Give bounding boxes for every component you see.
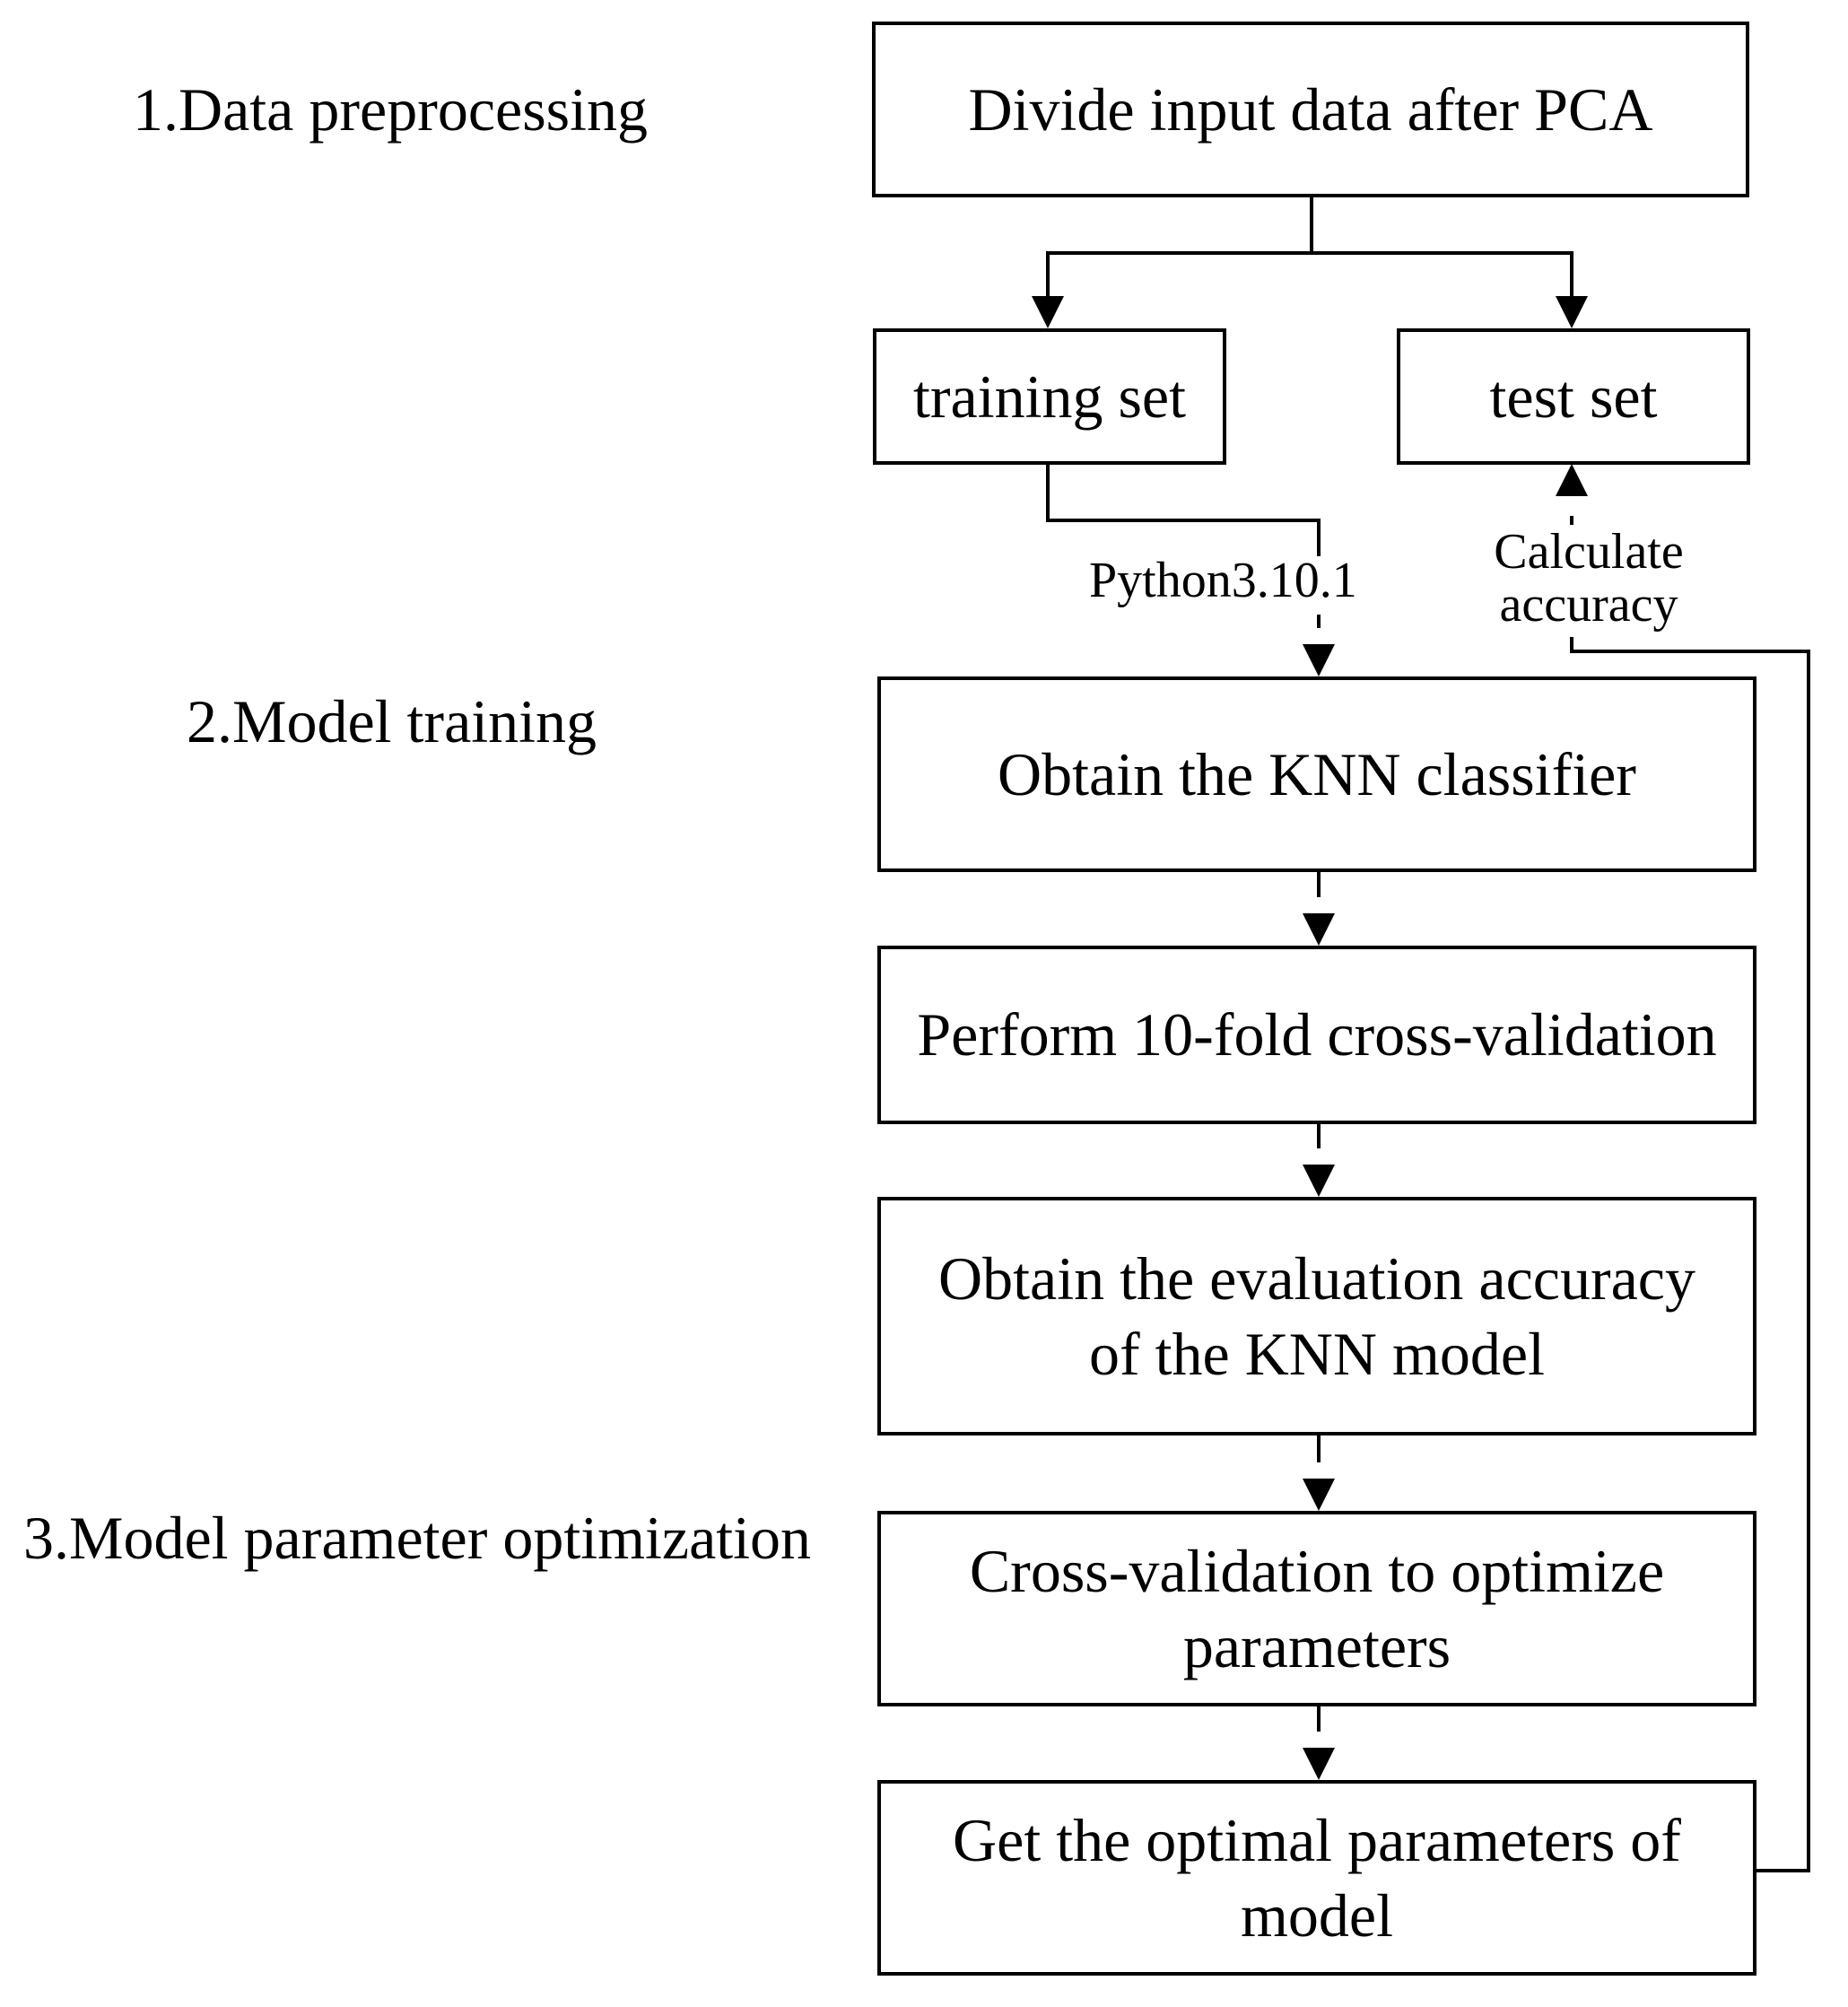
divide-input-box: Divide input data after PCA <box>872 22 1749 197</box>
calculate-accuracy-label: Calculate accuracy <box>1486 526 1692 632</box>
stage-label-model-training: 2.Model training <box>187 687 597 755</box>
training-set-box: training set <box>873 328 1226 465</box>
calculate-accuracy-line-1: Calculate <box>1494 524 1684 580</box>
cross-validation-box: Perform 10-fold cross-validation <box>877 946 1756 1124</box>
test-set-box: test set <box>1397 328 1750 465</box>
arrowhead-to-crossval <box>1303 913 1335 946</box>
arrowhead-to-optimal <box>1303 1748 1335 1780</box>
optimize-parameters-box: Cross-validation to optimize parameters <box>877 1511 1756 1706</box>
calculate-accuracy-line-2: accuracy <box>1499 576 1678 633</box>
connector-to-test-set <box>1312 251 1573 296</box>
connector-training-to-knn-upper <box>1046 464 1321 556</box>
evaluation-accuracy-box: Obtain the evaluation accuracy of the KN… <box>877 1197 1756 1435</box>
obtain-knn-classifier-box: Obtain the KNN classifier <box>877 676 1756 872</box>
stage-label-data-preprocessing: 1.Data preprocessing <box>133 75 649 144</box>
arrowhead-to-evaluation <box>1303 1165 1335 1197</box>
arrowhead-to-test-set <box>1556 296 1588 328</box>
python-version-label: Python3.10.1 <box>1089 553 1357 608</box>
optimal-parameters-box: Get the optimal parameters of model <box>877 1780 1756 1976</box>
arrowhead-to-training-set <box>1032 296 1064 328</box>
arrowhead-to-test-set-feedback <box>1556 464 1588 496</box>
connector-to-training-set <box>1046 251 1312 296</box>
stage-label-parameter-optimization: 3.Model parameter optimization <box>23 1504 812 1572</box>
feedback-loop-line <box>1570 637 1810 1872</box>
arrowhead-to-optimize <box>1303 1479 1335 1511</box>
arrowhead-to-knn-classifier <box>1303 644 1335 676</box>
